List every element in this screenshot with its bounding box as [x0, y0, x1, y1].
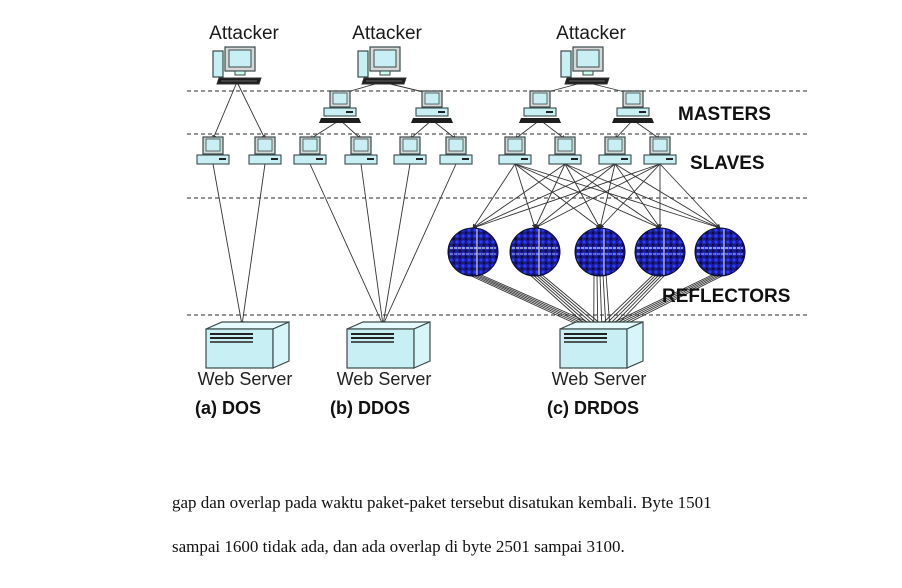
drdos-link-reflector-server	[605, 273, 611, 326]
drdos-link-reflector-server	[531, 273, 591, 326]
drdos-reflector-globe-icon	[447, 227, 499, 277]
dos-web-server-icon	[205, 321, 290, 369]
drdos-link-reflector-server	[596, 273, 599, 326]
drdos-link-master-slave	[539, 119, 566, 140]
drdos-link-slave-reflector	[599, 163, 661, 229]
tier-label-slaves: SLAVES	[690, 153, 765, 174]
server-label-ddos: Web Server	[337, 369, 432, 389]
drdos-link-reflector-server	[466, 273, 579, 326]
connection-links	[212, 81, 727, 326]
dos-link-slave-server	[240, 163, 266, 326]
ddos-link-master-slave	[339, 119, 362, 140]
drdos-link-reflector-server	[472, 273, 588, 326]
drdos-link-reflector-server	[528, 273, 587, 326]
drdos-master-computer-icon	[611, 90, 655, 124]
drdos-link-reflector-server	[475, 273, 591, 326]
dos-link-slave-server	[212, 163, 244, 326]
drdos-slave-computer-icon	[548, 136, 582, 165]
drdos-reflector-globe-icon	[509, 227, 561, 277]
drdos-link-reflector-server	[537, 273, 599, 326]
ddos-link-master-slave	[431, 119, 457, 140]
drdos-reflector-globe-icon	[694, 227, 746, 277]
drdos-slave-computer-icon	[498, 136, 532, 165]
drdos-link-slave-reflector	[472, 163, 566, 229]
body-text-line-2: sampai 1600 tidak ada, dan ada overlap d…	[172, 537, 625, 556]
ddos-link-master-slave	[309, 119, 341, 140]
drdos-link-slave-reflector	[564, 163, 601, 229]
drdos-attacker-computer-icon	[560, 46, 610, 85]
drdos-link-reflector-server	[478, 273, 595, 326]
drdos-link-reflector-server	[623, 273, 727, 326]
ddos-attacker-computer-icon	[357, 46, 407, 85]
drdos-link-slave-reflector	[514, 163, 661, 229]
ddos-slave-computer-icon	[393, 136, 427, 165]
drdos-link-slave-reflector	[534, 163, 661, 229]
drdos-link-slave-reflector	[472, 163, 516, 229]
drdos-link-slave-reflector	[514, 163, 601, 229]
drdos-link-slave-reflector	[564, 163, 661, 229]
drdos-link-reflector-server	[469, 273, 583, 326]
attacker-label-dos: Attacker	[209, 23, 279, 44]
drdos-link-master-slave	[514, 119, 541, 140]
caption-ddos: (b) DDOS	[330, 398, 410, 418]
drdos-link-reflector-server	[612, 273, 664, 326]
drdos-link-reflector-server	[608, 273, 661, 326]
ddos-link-slave-server	[360, 163, 385, 326]
drdos-slave-computer-icon	[598, 136, 632, 165]
body-text-line-1: gap dan overlap pada waktu paket-paket t…	[172, 493, 712, 512]
drdos-link-master-slave	[614, 119, 634, 140]
tier-separators	[187, 90, 808, 316]
ddos-architecture-diagram: MASTERS SLAVES REFLECTORS Attacker Attac…	[187, 23, 808, 418]
ddos-master-computer-icon	[410, 90, 454, 124]
ddos-slave-computer-icon	[344, 136, 378, 165]
server-label-dos: Web Server	[198, 369, 293, 389]
drdos-reflector-globe-icon	[574, 227, 626, 277]
ddos-slave-computer-icon	[439, 136, 473, 165]
drdos-reflector-globe-icon	[634, 227, 686, 277]
network-nodes	[196, 46, 746, 369]
drdos-slave-computer-icon	[643, 136, 677, 165]
drdos-link-reflector-server	[600, 273, 655, 326]
drdos-link-reflector-server	[615, 273, 721, 326]
dos-slave-computer-icon	[248, 136, 282, 165]
ddos-slave-computer-icon	[293, 136, 327, 165]
drdos-link-reflector-server	[540, 273, 603, 326]
drdos-master-computer-icon	[518, 90, 562, 124]
drdos-link-slave-reflector	[534, 163, 616, 229]
drdos-link-slave-reflector	[472, 163, 661, 229]
drdos-link-reflector-server	[619, 273, 724, 326]
caption-dos: (a) DOS	[195, 398, 261, 418]
drdos-link-reflector-server	[534, 273, 595, 326]
drdos-link-slave-reflector	[514, 163, 537, 229]
dos-slave-computer-icon	[196, 136, 230, 165]
drdos-link-reflector-server	[599, 273, 604, 326]
dos-link-attacker-slave	[236, 81, 266, 140]
drdos-link-slave-reflector	[598, 163, 616, 229]
drdos-link-slave-reflector	[614, 163, 721, 229]
drdos-link-slave-reflector	[534, 163, 566, 229]
drdos-link-reflector-server	[602, 273, 607, 326]
drdos-link-slave-reflector	[659, 163, 721, 229]
ddos-link-master-slave	[409, 119, 433, 140]
attacker-label-ddos: Attacker	[352, 23, 422, 44]
dos-attacker-computer-icon	[212, 46, 262, 85]
drdos-link-reflector-server	[604, 273, 658, 326]
ddos-web-server-icon	[346, 321, 431, 369]
server-label-drdos: Web Server	[552, 369, 647, 389]
drdos-link-reflector-server	[611, 273, 718, 326]
drdos-link-slave-reflector	[472, 163, 616, 229]
drdos-web-server-icon	[559, 321, 644, 369]
attacker-label-drdos: Attacker	[556, 23, 626, 44]
drdos-link-master-slave	[632, 119, 661, 140]
ddos-master-computer-icon	[318, 90, 362, 124]
tier-label-reflectors: REFLECTORS	[662, 286, 790, 307]
ddos-link-slave-server	[309, 163, 384, 326]
ddos-link-slave-server	[381, 163, 411, 326]
drdos-link-reflector-server	[607, 273, 715, 326]
dos-link-attacker-slave	[212, 81, 238, 140]
ddos-link-slave-server	[382, 163, 457, 326]
caption-drdos: (c) DRDOS	[547, 398, 639, 418]
drdos-link-slave-reflector	[614, 163, 661, 229]
tier-label-masters: MASTERS	[678, 104, 771, 125]
